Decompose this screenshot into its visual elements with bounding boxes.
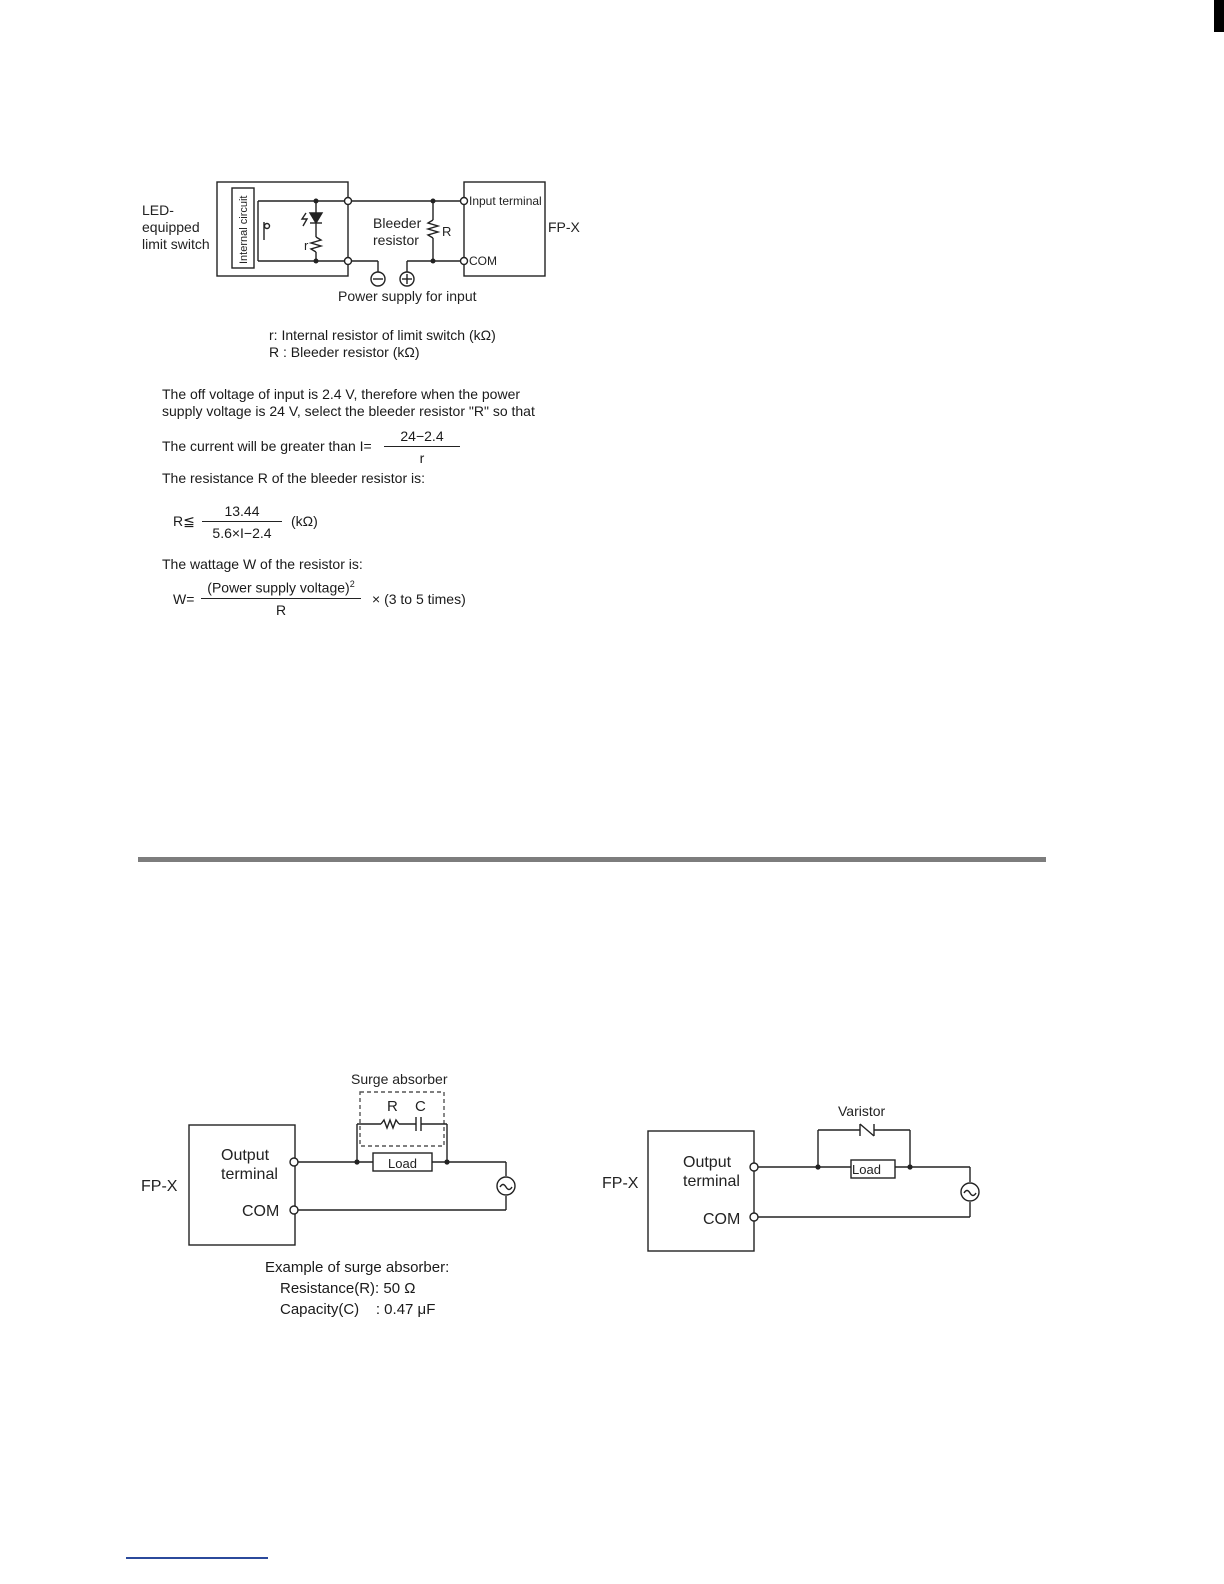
input-terminal-label: Input terminal xyxy=(469,194,542,208)
wattage-title: The wattage W of the resistor is: xyxy=(162,556,363,572)
power-supply-label: Power supply for input xyxy=(338,288,477,304)
fpx-output-box xyxy=(188,1124,296,1246)
varistor-label: Varistor xyxy=(838,1103,886,1119)
R-denominator: 5.6×I−2.4 xyxy=(212,525,272,541)
r-label: r xyxy=(304,238,309,253)
input-terminal-point xyxy=(459,196,469,206)
surge-R-label: R xyxy=(387,1098,398,1115)
com-label: COM xyxy=(469,254,497,268)
page-edge-mark xyxy=(1214,0,1224,32)
para1-line2: supply voltage is 24 V, select the bleed… xyxy=(162,403,535,419)
output-terminal-label-1a: Output xyxy=(221,1147,270,1164)
varistor-circuit-diagram: Varistor Load Output terminal COM FP-X xyxy=(602,1103,980,1252)
current-prefix: The current will be greater than I= xyxy=(162,438,372,454)
surge-example-resistance: Resistance(R): 50 Ω xyxy=(280,1280,416,1297)
R-prefix: R≦ xyxy=(173,513,195,529)
bleeder-label-2: resistor xyxy=(373,232,419,248)
R-label: R xyxy=(442,224,451,239)
fpx-label-3: FP-X xyxy=(602,1175,639,1192)
load-box-2 xyxy=(850,1159,896,1179)
internal-circuit-label: Internal circuit xyxy=(238,196,250,264)
fpx-box xyxy=(463,181,546,277)
W-superscript: 2 xyxy=(349,579,355,589)
legend-r: r: Internal resistor of limit switch (kΩ… xyxy=(269,327,496,343)
com-label-2: COM xyxy=(703,1211,740,1228)
W-numerator-text: (Power supply voltage) xyxy=(207,579,350,596)
internal-circuit-box xyxy=(231,187,255,269)
resistance-title: The resistance R of the bleeder resistor… xyxy=(162,470,426,486)
bleeder-label-1: Bleeder xyxy=(373,215,422,231)
switch-terminal-top xyxy=(343,196,353,206)
footer-link-underline[interactable] xyxy=(126,1557,268,1559)
output-terminal-label-2b: terminal xyxy=(683,1173,740,1190)
fpx-label: FP-X xyxy=(548,219,581,235)
R-fraction: 13.44 5.6×I−2.4 xyxy=(202,503,282,541)
surge-absorber-dashed-box xyxy=(359,1091,445,1147)
current-denominator: r xyxy=(419,450,425,466)
ac-source-symbol-1 xyxy=(496,1176,516,1196)
R-unit: (kΩ) xyxy=(291,513,318,529)
switch-terminal-bottom xyxy=(343,256,353,266)
W-numerator: (Power supply voltage)2 xyxy=(201,579,361,599)
R-numerator: 13.44 xyxy=(202,503,282,522)
surge-example-title: Example of surge absorber: xyxy=(265,1259,450,1276)
surge-absorber-circuit-diagram: Surge absorber R C Load Output terminal … xyxy=(141,1071,516,1246)
surge-absorber-label: Surge absorber xyxy=(351,1071,448,1087)
W-prefix: W= xyxy=(173,591,195,607)
output-terminal-label-1b: terminal xyxy=(221,1166,278,1183)
led-label-3: limit switch xyxy=(142,236,210,252)
para1-line1: The off voltage of input is 2.4 V, there… xyxy=(162,386,521,402)
led-label-2: equipped xyxy=(142,219,200,235)
load-label-1: Load xyxy=(388,1156,417,1171)
com-terminal-point xyxy=(459,256,469,266)
surge-example-capacity: Capacity(C) : 0.47 μF xyxy=(280,1301,436,1318)
com-label-1: COM xyxy=(242,1203,279,1220)
current-numerator: 24−2.4 xyxy=(384,428,460,447)
led-label-1: LED- xyxy=(142,202,174,218)
fpx-output-box-2 xyxy=(647,1130,755,1252)
ac-source-symbol-2 xyxy=(960,1182,980,1202)
section-divider xyxy=(138,857,1046,862)
output-terminal-label-2a: Output xyxy=(683,1154,732,1171)
limit-switch-box xyxy=(216,181,349,277)
surge-C-label: C xyxy=(415,1098,426,1115)
fpx-label-2: FP-X xyxy=(141,1178,178,1195)
W-suffix: × (3 to 5 times) xyxy=(372,591,466,607)
load-label-2: Load xyxy=(852,1162,881,1177)
limit-switch-circuit-diagram: Internal circuit r Bleeder resistor R In… xyxy=(142,181,581,304)
W-fraction: (Power supply voltage)2 R xyxy=(201,579,361,618)
current-fraction: 24−2.4 r xyxy=(384,428,460,466)
legend-R: R : Bleeder resistor (kΩ) xyxy=(269,344,420,360)
W-denominator: R xyxy=(275,601,287,618)
